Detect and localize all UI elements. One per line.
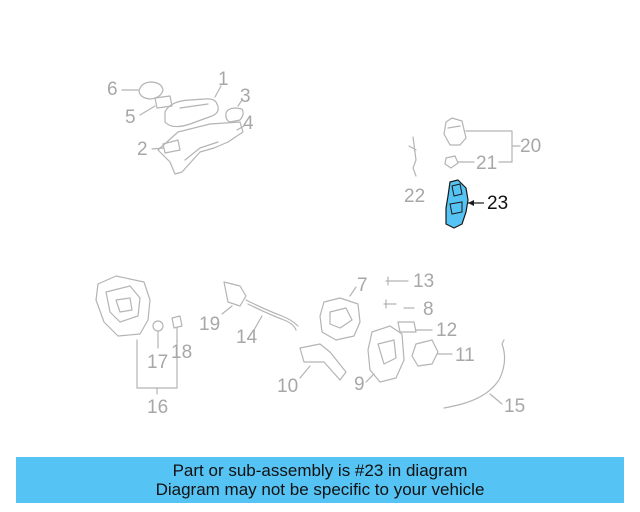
part-16-actuator xyxy=(95,275,178,395)
banner-line-2: Diagram may not be specific to your vehi… xyxy=(155,480,485,499)
part-8-bolt xyxy=(383,299,415,309)
part-5-bezel xyxy=(139,95,173,116)
part-22-rod xyxy=(408,136,417,177)
callout-13: 13 xyxy=(413,271,435,292)
part-11-clip xyxy=(411,339,453,367)
callout-6: 6 xyxy=(107,79,118,100)
callout-7: 7 xyxy=(357,275,368,296)
callout-16: 16 xyxy=(147,397,169,418)
callout-11: 11 xyxy=(455,345,475,366)
part-3-gasket xyxy=(225,99,244,123)
part-9-lock xyxy=(365,325,405,383)
callout-1: 1 xyxy=(218,69,229,90)
callout-18: 18 xyxy=(171,342,193,363)
part-6-cap xyxy=(121,81,164,100)
callout-5: 5 xyxy=(125,107,136,128)
part-20-bracket xyxy=(443,117,521,163)
callout-14: 14 xyxy=(236,327,258,348)
callout-12: 12 xyxy=(436,320,458,341)
callout-22: 22 xyxy=(404,186,426,207)
part-17-grommet xyxy=(152,320,164,349)
callout-19: 19 xyxy=(199,314,221,335)
callout-10: 10 xyxy=(277,376,299,397)
part-21-clip xyxy=(444,155,475,169)
part-1-handle xyxy=(164,85,222,128)
info-banner: Part or sub-assembly is #23 in diagram D… xyxy=(16,457,624,503)
callout-4: 4 xyxy=(243,113,254,134)
parts-diagram xyxy=(95,81,521,409)
part-14-rod xyxy=(245,299,299,331)
part-13-screw xyxy=(385,276,409,286)
part-10-bracket xyxy=(299,343,347,381)
part-2-pad xyxy=(151,139,181,154)
part-15-cable xyxy=(443,339,506,409)
part-4-bracket xyxy=(157,121,245,175)
callout-17: 17 xyxy=(147,352,169,373)
callout-21: 21 xyxy=(476,153,498,174)
part-12-striker xyxy=(397,321,433,333)
part-19-bracket xyxy=(221,281,247,315)
callout-15: 15 xyxy=(504,396,526,417)
part-7-latch xyxy=(319,286,361,341)
callout-9: 9 xyxy=(354,374,365,395)
callout-8: 8 xyxy=(423,299,434,320)
part-18-screw xyxy=(171,315,183,343)
callout-3: 3 xyxy=(240,86,251,107)
callout-23: 23 xyxy=(487,193,509,214)
banner-line-1: Part or sub-assembly is #23 in diagram xyxy=(172,461,468,480)
callout-2: 2 xyxy=(137,139,148,160)
part-23-highlighted xyxy=(445,179,484,229)
callout-20: 20 xyxy=(520,136,542,157)
